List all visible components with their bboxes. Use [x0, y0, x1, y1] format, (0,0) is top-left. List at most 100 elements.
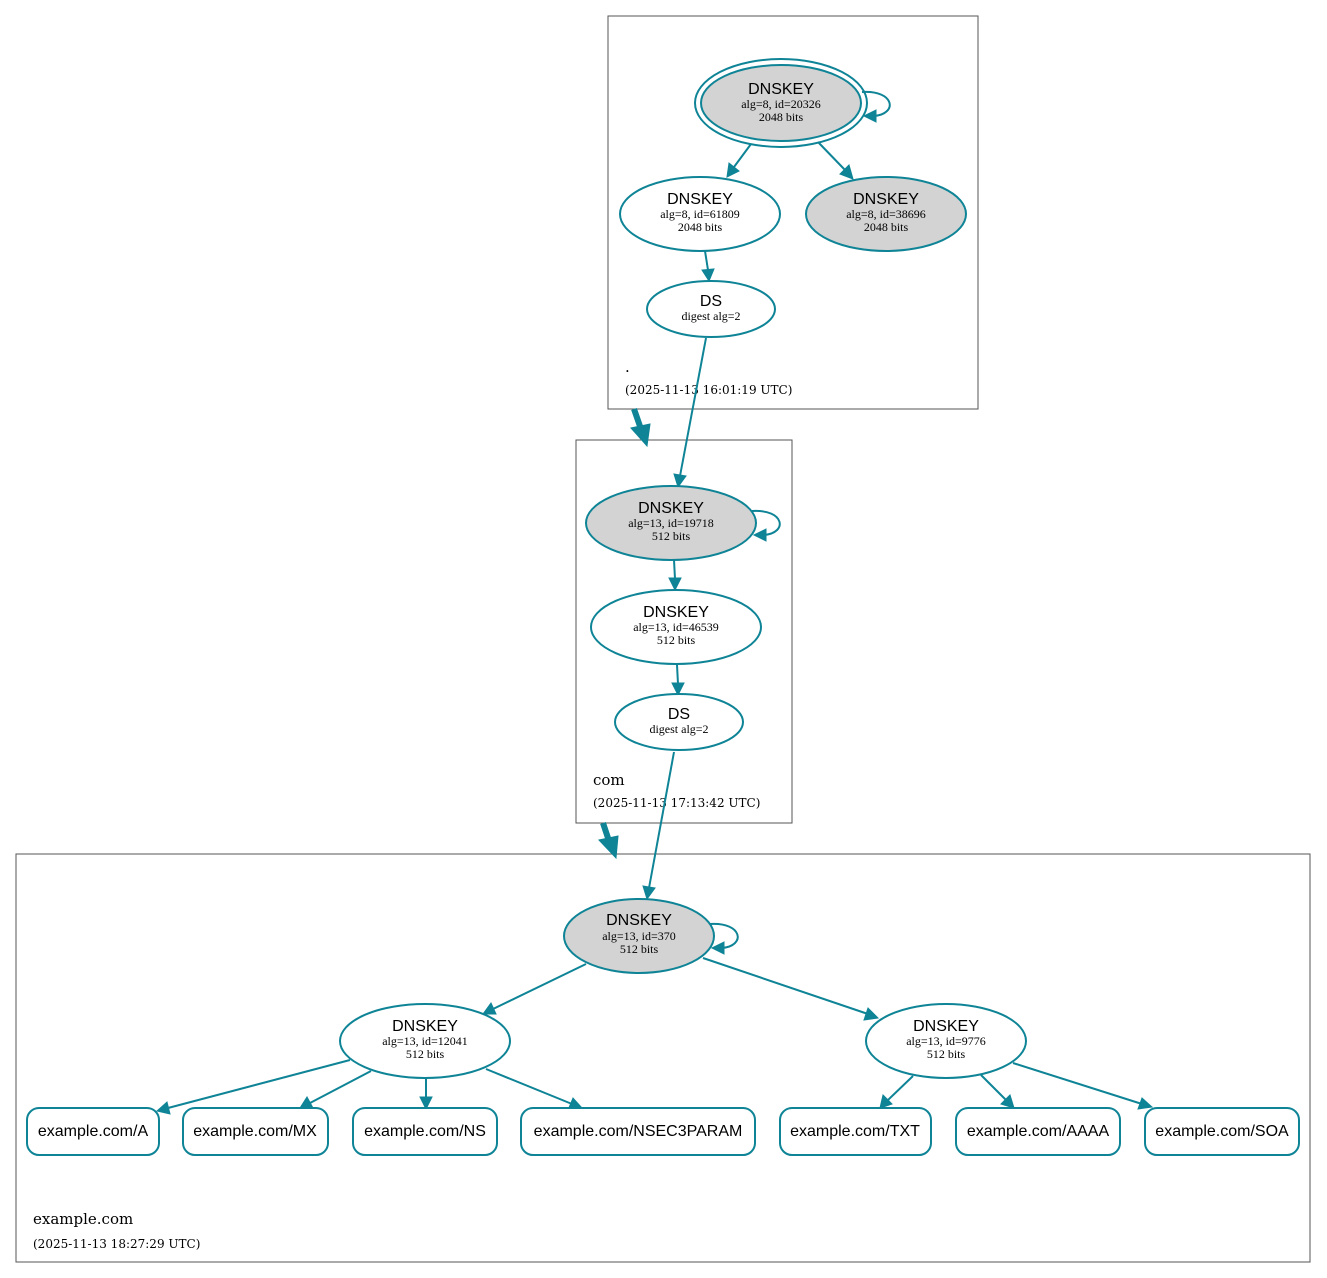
- zone-root: . (2025-11-13 16:01:19 UTC): [607, 15, 979, 410]
- node-algorithm-id: alg=8, id=61809: [660, 207, 740, 221]
- dnskey-node-com-ksk[interactable]: DNSKEY alg=13, id=19718 512 bits: [585, 485, 757, 561]
- dnskey-node-root-ksk[interactable]: DNSKEY alg=8, id=20326 2048 bits: [694, 58, 868, 148]
- zone-root-name: .: [625, 358, 630, 376]
- edge-com-ksk-zsk: [668, 559, 682, 592]
- node-shape: [619, 176, 781, 252]
- edge-root-ksk-zsk2: [817, 141, 854, 180]
- rrset-node-mx[interactable]: example.com/MX: [182, 1107, 329, 1156]
- node-shape: [805, 176, 967, 252]
- rrset-box: [182, 1107, 329, 1156]
- node-key-size: 512 bits: [657, 633, 696, 647]
- node-key-size: 2048 bits: [759, 110, 804, 124]
- edge-com-ds-example-ksk: [642, 751, 675, 901]
- ds-node-root[interactable]: DS digest alg=2: [646, 280, 776, 338]
- rrset-label: example.com/NS: [364, 1123, 486, 1140]
- rrset-node-a[interactable]: example.com/A: [26, 1107, 160, 1156]
- dnskey-node-com-zsk[interactable]: DNSKEY alg=13, id=46539 512 bits: [590, 589, 762, 665]
- node-title: DNSKEY: [392, 1018, 458, 1035]
- node-algorithm-id: alg=13, id=19718: [628, 516, 714, 530]
- zone-root-box: [607, 15, 979, 410]
- zone-com: com (2025-11-13 17:13:42 UTC): [575, 439, 793, 824]
- node-title: DS: [668, 706, 690, 723]
- edge-zsk2-rr-aaaa: [980, 1074, 1015, 1109]
- node-title: DNSKEY: [748, 81, 814, 98]
- node-key-size: 512 bits: [652, 529, 691, 543]
- node-outer-ring: [694, 58, 868, 148]
- node-shape: [339, 1003, 511, 1079]
- dnskey-node-example-zsk-9776[interactable]: DNSKEY alg=13, id=9776 512 bits: [865, 1003, 1027, 1079]
- node-title: DNSKEY: [667, 191, 733, 208]
- node-key-size: 2048 bits: [864, 220, 909, 234]
- zone-com-timestamp: (2025-11-13 17:13:42 UTC): [593, 796, 760, 810]
- node-title: DNSKEY: [638, 500, 704, 517]
- edge-example-ksk-self: [709, 922, 739, 955]
- node-shape: [865, 1003, 1027, 1079]
- zone-example-timestamp: (2025-11-13 18:27:29 UTC): [33, 1237, 200, 1251]
- rrset-label: example.com/SOA: [1155, 1123, 1289, 1140]
- rrset-node-aaaa[interactable]: example.com/AAAA: [955, 1107, 1121, 1156]
- rrset-box: [1144, 1107, 1300, 1156]
- ds-node-com[interactable]: DS digest alg=2: [614, 693, 744, 751]
- edge-com-ksk-self: [751, 509, 781, 542]
- node-key-size: 512 bits: [620, 942, 659, 956]
- rrset-node-txt[interactable]: example.com/TXT: [779, 1107, 932, 1156]
- dnskey-node-root-zsk-61809[interactable]: DNSKEY alg=8, id=61809 2048 bits: [619, 176, 781, 252]
- node-title: DNSKEY: [643, 604, 709, 621]
- zone-example: example.com (2025-11-13 18:27:29 UTC): [15, 853, 1311, 1263]
- delegation-arrows: [598, 408, 651, 860]
- edge-root-ds-com-ksk: [673, 337, 707, 489]
- zone-example-name: example.com: [33, 1210, 133, 1228]
- rrset-label: example.com/NSEC3PARAM: [534, 1123, 743, 1140]
- rrset-label: example.com/TXT: [790, 1123, 920, 1140]
- edge-example-ksk-zsk1: [482, 963, 587, 1015]
- node-shape: [590, 589, 762, 665]
- node-key-size: 512 bits: [927, 1047, 966, 1061]
- node-shape: [614, 693, 744, 751]
- edge-com-zsk-ds: [671, 664, 685, 697]
- rrset-box: [520, 1107, 756, 1156]
- rrset-box: [955, 1107, 1121, 1156]
- delegation-arrow-com-example: [598, 822, 619, 860]
- node-title: DS: [700, 293, 722, 310]
- rrset-node-nsec3param[interactable]: example.com/NSEC3PARAM: [520, 1107, 756, 1156]
- node-key-size: 2048 bits: [678, 220, 723, 234]
- node-digest-alg: digest alg=2: [649, 722, 708, 736]
- node-shape: [700, 64, 862, 142]
- rrset-label: example.com/AAAA: [967, 1123, 1110, 1140]
- dnskey-node-example-ksk[interactable]: DNSKEY alg=13, id=370 512 bits: [563, 898, 715, 974]
- edge-zsk1-rr-mx: [299, 1070, 372, 1109]
- node-algorithm-id: alg=8, id=38696: [846, 207, 926, 221]
- edge-root-zsk1-ds: [701, 250, 715, 283]
- node-algorithm-id: alg=13, id=9776: [906, 1034, 986, 1048]
- node-title: DNSKEY: [606, 912, 672, 929]
- rrset-box: [26, 1107, 160, 1156]
- zone-root-timestamp: (2025-11-13 16:01:19 UTC): [625, 383, 792, 397]
- zone-com-name: com: [593, 771, 625, 789]
- edge-zsk1-rr-a: [155, 1059, 351, 1115]
- rrset-node-ns[interactable]: example.com/NS: [352, 1107, 498, 1156]
- rrset-node-soa[interactable]: example.com/SOA: [1144, 1107, 1300, 1156]
- rrset-box: [352, 1107, 498, 1156]
- edge-root-ksk-zsk1: [726, 143, 752, 178]
- edge-zsk2-rr-soa: [1012, 1062, 1154, 1110]
- node-algorithm-id: alg=8, id=20326: [741, 97, 821, 111]
- rrset-label: example.com/A: [38, 1123, 149, 1140]
- node-algorithm-id: alg=13, id=46539: [633, 620, 719, 634]
- node-shape: [585, 485, 757, 561]
- edge-zsk1-rr-ns: [419, 1079, 433, 1111]
- edge-zsk2-rr-txt: [879, 1075, 914, 1109]
- node-key-size: 512 bits: [406, 1047, 445, 1061]
- node-algorithm-id: alg=13, id=370: [602, 929, 676, 943]
- node-shape: [646, 280, 776, 338]
- delegation-arrow-root-com: [630, 408, 651, 448]
- rrset-box: [779, 1107, 932, 1156]
- zone-com-box: [575, 439, 793, 824]
- dnskey-node-root-zsk-38696[interactable]: DNSKEY alg=8, id=38696 2048 bits: [805, 176, 967, 252]
- node-digest-alg: digest alg=2: [681, 309, 740, 323]
- dnskey-node-example-zsk-12041[interactable]: DNSKEY alg=13, id=12041 512 bits: [339, 1003, 511, 1079]
- edge-zsk1-rr-nsec3param: [485, 1068, 583, 1111]
- node-algorithm-id: alg=13, id=12041: [382, 1034, 468, 1048]
- node-title: DNSKEY: [913, 1018, 979, 1035]
- rrset-label: example.com/MX: [193, 1123, 317, 1140]
